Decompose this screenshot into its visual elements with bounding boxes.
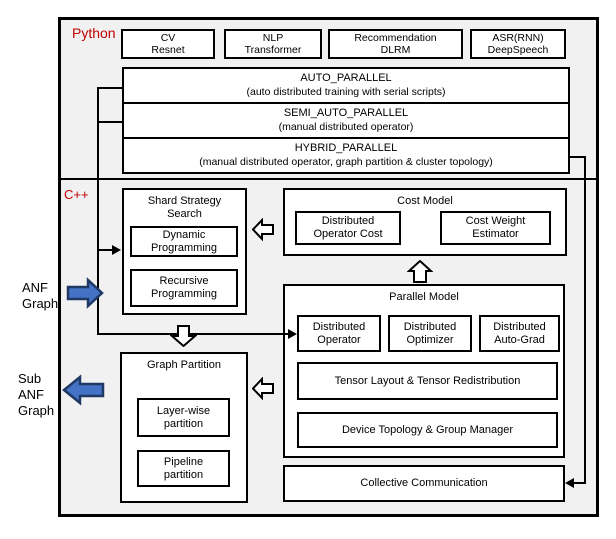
anf-graph-label: ANF Graph xyxy=(22,280,59,311)
connector-semi-auto-stub xyxy=(97,121,123,123)
distributed-auto-grad-label: Distributed Auto-Grad xyxy=(493,320,546,346)
shard-strategy-search-title: Shard Strategy Search xyxy=(147,195,222,220)
cost-weight-estimator-label: Cost Weight Estimator xyxy=(465,215,526,240)
bar-auto-parallel-subtitle: (auto distributed training with serial s… xyxy=(246,85,446,98)
app-box-asr-line2: DeepSpeech xyxy=(487,44,549,56)
distributed-optimizer-label: Distributed Optimizer xyxy=(403,320,457,346)
app-box-asr-line1: ASR(RNN) xyxy=(492,31,544,44)
shard-to-graph-partition-down-arrow-icon xyxy=(170,325,197,347)
tensor-layout-redistribution-label: Tensor Layout & Tensor Redistribution xyxy=(334,374,521,387)
recursive-programming-box: Recursive Programming xyxy=(130,269,238,307)
distributed-operator-cost-box: Distributed Operator Cost xyxy=(295,211,401,245)
cost-weight-estimator-box: Cost Weight Estimator xyxy=(440,211,551,245)
app-box-asr: ASR(RNN) DeepSpeech xyxy=(470,29,566,59)
connector-shard-stub xyxy=(99,249,113,251)
cost-model-title: Cost Model xyxy=(397,195,453,207)
arrowhead-into-collective-communication-icon xyxy=(565,478,574,488)
pipeline-partition-label: Pipeline partition xyxy=(163,455,204,481)
app-box-nlp-line1: NLP xyxy=(262,31,284,44)
bar-semi-auto-parallel-subtitle: (manual distributed operator) xyxy=(278,120,414,133)
bar-hybrid-parallel-title: HYBRID_PARALLEL xyxy=(294,142,398,154)
distributed-auto-grad-box: Distributed Auto-Grad xyxy=(479,315,560,352)
app-box-nlp-line2: Transformer xyxy=(244,44,302,56)
app-box-recommendation: Recommendation DLRM xyxy=(328,29,463,59)
dynamic-programming-label: Dynamic Programming xyxy=(150,228,218,254)
parallel-to-graph-partition-left-arrow-icon xyxy=(252,377,274,400)
bar-semi-auto-parallel: SEMI_AUTO_PARALLEL (manual distributed o… xyxy=(122,102,570,139)
app-box-cv-line1: CV xyxy=(160,31,176,44)
connector-to-parallel-model-line xyxy=(97,333,289,335)
sub-anf-graph-output-arrow-icon xyxy=(62,374,105,406)
sub-anf-graph-label: Sub ANF Graph xyxy=(18,371,55,418)
device-topology-group-manager-box: Device Topology & Group Manager xyxy=(297,412,558,448)
arrowhead-into-shard-search-icon xyxy=(112,245,121,255)
distributed-operator-label: Distributed Operator xyxy=(312,320,366,346)
app-box-cv: CV Resnet xyxy=(121,29,215,59)
anf-graph-input-arrow-icon xyxy=(66,277,104,309)
graph-partition-title: Graph Partition xyxy=(147,359,221,371)
connector-hybrid-stub xyxy=(570,156,586,158)
app-box-nlp: NLP Transformer xyxy=(224,29,322,59)
connector-auto-parallel-stub xyxy=(97,87,123,89)
parallel-to-cost-up-arrow-icon xyxy=(407,260,433,283)
cpp-section-label: C++ xyxy=(64,187,89,202)
bar-auto-parallel-title: AUTO_PARALLEL xyxy=(300,72,392,84)
app-box-recommendation-line1: Recommendation xyxy=(354,31,437,44)
parallel-model-title: Parallel Model xyxy=(389,291,459,303)
distributed-optimizer-box: Distributed Optimizer xyxy=(388,315,472,352)
dynamic-programming-box: Dynamic Programming xyxy=(130,226,238,257)
bar-hybrid-parallel: HYBRID_PARALLEL (manual distributed oper… xyxy=(122,137,570,174)
collective-communication-box: Collective Communication xyxy=(283,465,565,502)
connector-collective-stub xyxy=(572,482,584,484)
recursive-programming-label: Recursive Programming xyxy=(150,275,218,300)
python-section-label: Python xyxy=(72,25,116,41)
tensor-layout-redistribution-box: Tensor Layout & Tensor Redistribution xyxy=(297,362,558,400)
app-box-cv-line2: Resnet xyxy=(151,44,185,56)
distributed-operator-box: Distributed Operator xyxy=(297,315,381,352)
app-box-recommendation-line2: DLRM xyxy=(380,44,411,56)
collective-communication-label: Collective Communication xyxy=(360,477,488,489)
bar-semi-auto-parallel-title: SEMI_AUTO_PARALLEL xyxy=(283,107,409,119)
device-topology-group-manager-label: Device Topology & Group Manager xyxy=(341,423,513,436)
pipeline-partition-box: Pipeline partition xyxy=(137,450,230,487)
distributed-operator-cost-label: Distributed Operator Cost xyxy=(313,215,383,240)
connector-right-vertical-line xyxy=(584,156,586,484)
cost-to-shard-left-arrow-icon xyxy=(252,218,274,241)
python-cpp-divider xyxy=(58,178,599,180)
bar-hybrid-parallel-subtitle: (manual distributed operator, graph part… xyxy=(199,155,493,168)
connector-main-vertical-line xyxy=(97,87,99,335)
bar-auto-parallel: AUTO_PARALLEL (auto distributed training… xyxy=(122,67,570,104)
arrowhead-into-distributed-operator-icon xyxy=(288,329,297,339)
layer-wise-partition-label: Layer-wise partition xyxy=(156,404,211,430)
layer-wise-partition-box: Layer-wise partition xyxy=(137,398,230,437)
